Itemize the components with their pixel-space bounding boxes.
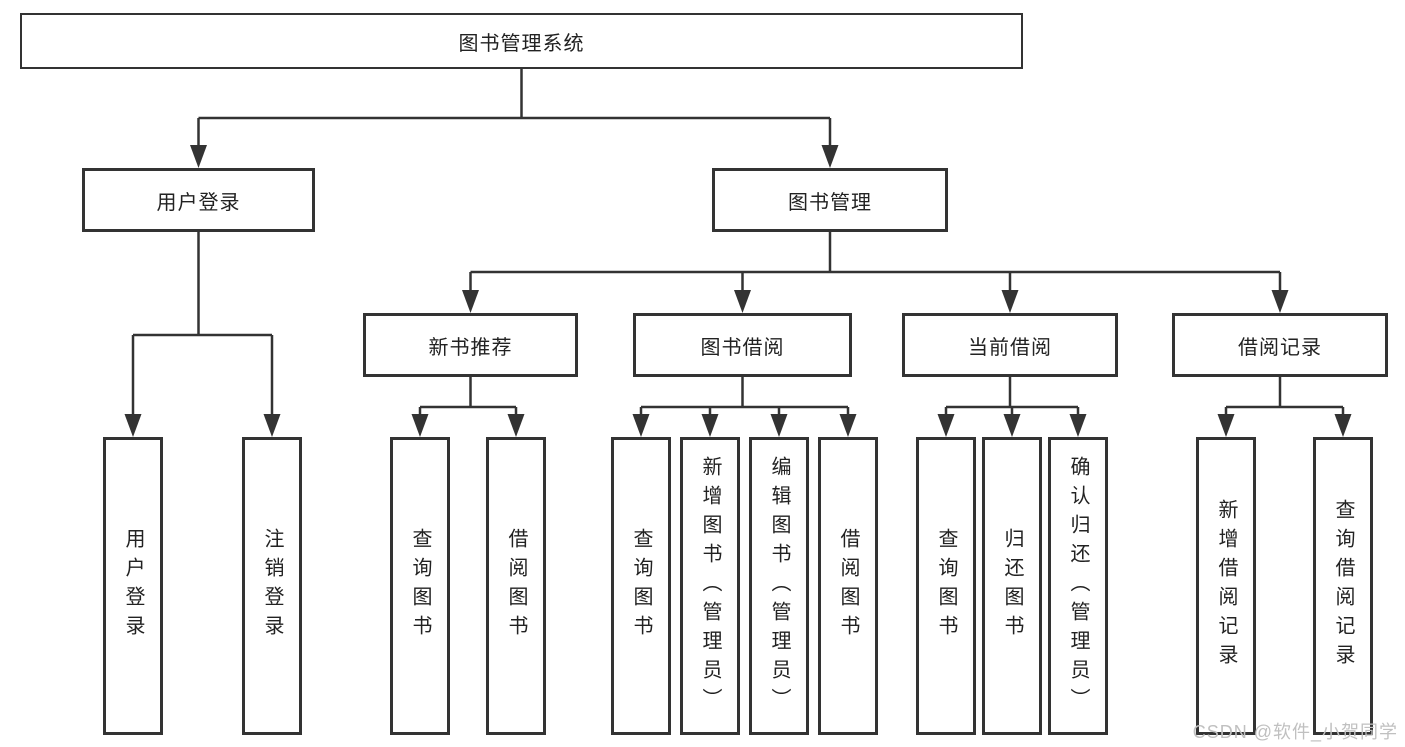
node-book-borrow: 图书借阅 xyxy=(633,313,852,377)
node-user-login-label: 用户登录 xyxy=(156,191,241,214)
node-borrow-records: 借阅记录 xyxy=(1172,313,1388,377)
leaf-edit-book-admin-label: 编辑图书（管理员） xyxy=(768,455,790,717)
leaf-query-book-recommend-label: 查询图书 xyxy=(409,528,431,644)
leaf-query-book-recommend: 查询图书 xyxy=(390,437,450,735)
leaf-query-borrow-record-label: 查询借阅记录 xyxy=(1332,499,1354,673)
leaf-logout: 注销登录 xyxy=(242,437,302,735)
leaf-user-login-label: 用户登录 xyxy=(122,528,144,644)
node-current-borrow-label: 当前借阅 xyxy=(968,336,1052,359)
leaf-confirm-return-admin: 确认归还（管理员） xyxy=(1048,437,1108,735)
node-new-book-recommend: 新书推荐 xyxy=(363,313,578,377)
node-borrow-records-label: 借阅记录 xyxy=(1238,336,1322,359)
leaf-add-borrow-record-label: 新增借阅记录 xyxy=(1215,499,1237,673)
leaf-logout-label: 注销登录 xyxy=(261,528,283,644)
leaf-return-book-label: 归还图书 xyxy=(1001,528,1023,644)
node-root-library-system-label: 图书管理系统 xyxy=(458,32,585,55)
leaf-borrow-book-recommend-label: 借阅图书 xyxy=(505,528,527,644)
node-new-book-recommend-label: 新书推荐 xyxy=(428,336,513,359)
node-book-management-label: 图书管理 xyxy=(788,191,872,214)
watermark: CSDN @软件_小贺同学 xyxy=(1192,722,1398,742)
node-root-library-system: 图书管理系统 xyxy=(20,13,1023,69)
leaf-return-book: 归还图书 xyxy=(982,437,1042,735)
node-book-management: 图书管理 xyxy=(712,168,948,232)
leaf-query-book-current-label: 查询图书 xyxy=(935,528,957,644)
node-book-borrow-label: 图书借阅 xyxy=(700,336,785,359)
leaf-edit-book-admin: 编辑图书（管理员） xyxy=(749,437,809,735)
leaf-add-borrow-record: 新增借阅记录 xyxy=(1196,437,1256,735)
leaf-query-book-current: 查询图书 xyxy=(916,437,976,735)
node-user-login: 用户登录 xyxy=(82,168,315,232)
leaf-borrow-book-recommend: 借阅图书 xyxy=(486,437,546,735)
leaf-user-login: 用户登录 xyxy=(103,437,163,735)
leaf-query-book-borrow-label: 查询图书 xyxy=(630,528,652,644)
leaf-confirm-return-admin-label: 确认归还（管理员） xyxy=(1067,455,1089,717)
leaf-query-book-borrow: 查询图书 xyxy=(611,437,671,735)
leaf-add-book-admin-label: 新增图书（管理员） xyxy=(699,455,721,717)
leaf-borrow-book-borrow: 借阅图书 xyxy=(818,437,878,735)
node-current-borrow: 当前借阅 xyxy=(902,313,1118,377)
leaf-borrow-book-borrow-label: 借阅图书 xyxy=(837,528,859,644)
leaf-add-book-admin: 新增图书（管理员） xyxy=(680,437,740,735)
leaf-query-borrow-record: 查询借阅记录 xyxy=(1313,437,1373,735)
